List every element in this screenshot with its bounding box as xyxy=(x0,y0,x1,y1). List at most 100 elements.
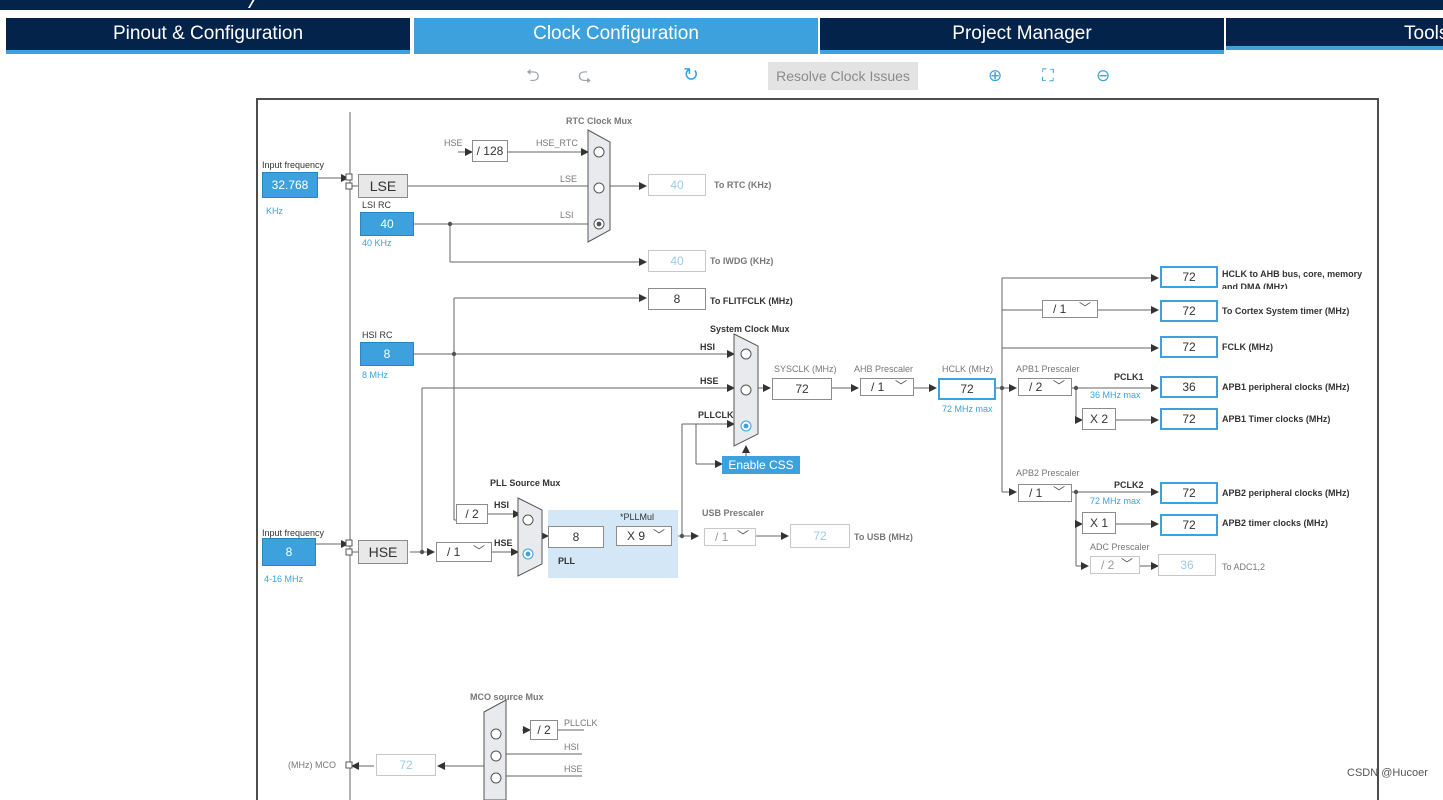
tab-project-manager[interactable]: Project Manager xyxy=(820,18,1224,54)
apb1-timer-multiplier: X 2 xyxy=(1082,408,1116,430)
watermark: CSDN @Hucoer xyxy=(1347,767,1428,779)
pllsrc-hse-label: HSE xyxy=(494,538,513,548)
mco-hse-label: HSE xyxy=(564,764,583,774)
chevron-down-icon: ﹀ xyxy=(1120,557,1133,571)
hse-divider-select[interactable]: / 1﹀ xyxy=(436,542,492,562)
redo-icon[interactable]: ⮎ xyxy=(578,66,592,85)
usb-prescaler-value: / 1 xyxy=(715,530,729,544)
pllmul-value: X 9 xyxy=(627,529,646,543)
apb2-peripheral-label: APB2 peripheral clocks (MHz) xyxy=(1222,488,1350,498)
system-clock-mux-title: System Clock Mux xyxy=(710,324,790,334)
hclk-ahb-output[interactable]: 72 xyxy=(1160,266,1218,288)
fclk-output[interactable]: 72 xyxy=(1160,336,1218,358)
lsi-note: 40 KHz xyxy=(362,238,392,248)
chevron-down-icon: ﹀ xyxy=(1078,301,1091,315)
rtc-output-label: To RTC (KHz) xyxy=(714,180,772,190)
usb-output-value: 72 xyxy=(790,524,850,548)
cortex-timer-output[interactable]: 72 xyxy=(1160,300,1218,322)
rtc-lse-in: LSE xyxy=(560,174,578,184)
apb2-timer-label: APB2 timer clocks (MHz) xyxy=(1222,518,1329,528)
cortex-timer-label: To Cortex System timer (MHz) xyxy=(1222,306,1350,316)
hse-frequency-input[interactable]: 8 xyxy=(262,538,316,566)
rtc-output-value: 40 xyxy=(648,174,706,196)
hclk-input[interactable]: 72 xyxy=(938,378,996,400)
reset-icon[interactable]: ↻ xyxy=(683,65,699,86)
undo-icon[interactable]: ⮌ xyxy=(526,66,540,85)
zoom-out-icon[interactable]: ⊖ xyxy=(1096,66,1111,85)
sysclk-value: 72 xyxy=(772,378,832,400)
adc-output-label: To ADC1,2 xyxy=(1222,562,1266,572)
hse-divider-value: / 1 xyxy=(447,545,461,559)
lsi-title: LSI RC xyxy=(362,200,392,210)
rtc-hse-rtc-label: HSE_RTC xyxy=(536,138,578,148)
hsi-title: HSI RC xyxy=(362,330,393,340)
iwdg-output-label: To IWDG (KHz) xyxy=(710,256,774,266)
rtc-lsi-in: LSI xyxy=(560,210,574,220)
rtc-mux-title: RTC Clock Mux xyxy=(566,116,633,126)
app-top-bar xyxy=(0,0,1443,10)
breadcrumb-separator xyxy=(233,0,259,8)
cortex-prescaler-select[interactable]: / 1 ﹀ xyxy=(1042,300,1098,318)
tab-pinout[interactable]: Pinout & Configuration xyxy=(6,18,410,54)
hclk-label: HCLK (MHz) xyxy=(942,364,993,374)
main-tabs: Pinout & Configuration Clock Configurati… xyxy=(0,18,1443,54)
flitfclk-value: 8 xyxy=(648,288,706,310)
mco-hsi-label: HSI xyxy=(564,742,580,752)
clock-tree-wires xyxy=(316,112,1159,800)
pllmul-select[interactable]: X 9 ﹀ xyxy=(616,526,672,546)
hse-input-label: Input frequency xyxy=(262,528,325,538)
tab-tools[interactable]: Tools xyxy=(1226,18,1443,50)
pll-hsi-divider: / 2 xyxy=(456,504,488,524)
chevron-down-icon: ﹀ xyxy=(652,528,665,542)
adc-prescaler-value: / 2 xyxy=(1101,558,1115,572)
apb1-max: 36 MHz max xyxy=(1090,390,1141,400)
adc-prescaler-select[interactable]: / 2 ﹀ xyxy=(1090,556,1140,574)
ahb-prescaler-select[interactable]: / 1 ﹀ xyxy=(860,378,914,396)
apb1-prescaler-select[interactable]: / 2﹀ xyxy=(1018,378,1072,396)
fit-icon[interactable]: ⛶ xyxy=(1042,66,1054,85)
apb2-prescaler-select[interactable]: / 1 ﹀ xyxy=(1018,484,1072,502)
ahb-prescaler-value: / 1 xyxy=(871,380,885,394)
pll-source-mux-title: PLL Source Mux xyxy=(490,478,561,488)
chevron-down-icon: ﹀ xyxy=(1052,485,1065,499)
zoom-in-icon[interactable]: ⊕ xyxy=(988,66,1003,85)
cortex-prescaler-value: / 1 xyxy=(1053,302,1067,316)
usb-prescaler-label: USB Prescaler xyxy=(702,508,765,518)
hclk-ahb-label: HCLK to AHB bus, core, memory and DMA (M… xyxy=(1222,269,1363,289)
pllmul-label: *PLLMul xyxy=(620,512,655,522)
chevron-down-icon: ﹀ xyxy=(894,379,907,393)
resolve-clock-issues-button[interactable]: Resolve Clock Issues xyxy=(768,62,918,90)
apb2-timer-multiplier: X 1 xyxy=(1082,512,1116,534)
fclk-label: FCLK (MHz) xyxy=(1222,342,1273,352)
sysmux-hse-label: HSE xyxy=(700,376,719,386)
apb2-peripheral-output[interactable]: 72 xyxy=(1160,482,1218,504)
enable-css-button[interactable]: Enable CSS xyxy=(722,456,800,474)
apb1-peripheral-output[interactable]: 36 xyxy=(1160,376,1218,398)
pll-name: PLL xyxy=(558,556,575,566)
clock-tree-canvas: Input frequency 32.768 KHz LSE LSI RC 40… xyxy=(256,98,1379,800)
adc-prescaler-label: ADC Prescaler xyxy=(1090,542,1150,552)
mco-pllclk-label: PLLCLK xyxy=(564,718,598,728)
sysmux-pllclk-label: PLLCLK xyxy=(698,410,734,420)
pllsrc-hsi-label: HSI xyxy=(494,500,510,510)
lse-unit: KHz xyxy=(266,206,284,216)
lse-frequency-input[interactable]: 32.768 xyxy=(262,172,318,198)
apb2-prescaler-value: / 1 xyxy=(1029,486,1043,500)
lsi-value: 40 xyxy=(360,212,414,236)
sysmux-hsi-label: HSI xyxy=(700,342,716,352)
pclk1-label: PCLK1 xyxy=(1114,372,1144,382)
ahb-prescaler-label: AHB Prescaler xyxy=(854,364,914,374)
flitfclk-label: To FLITFCLK (MHz) xyxy=(710,296,793,306)
apb2-prescaler-label: APB2 Prescaler xyxy=(1016,468,1080,478)
apb2-timer-output[interactable]: 72 xyxy=(1160,514,1218,536)
hsi-note: 8 MHz xyxy=(362,370,389,380)
rtc-hse-divider[interactable]: / 128 xyxy=(472,140,508,162)
hse-block: HSE xyxy=(358,540,408,564)
apb2-max: 72 MHz max xyxy=(1090,496,1141,506)
usb-prescaler-select[interactable]: / 1﹀ xyxy=(704,528,756,546)
tab-clock-configuration[interactable]: Clock Configuration xyxy=(414,18,818,54)
adc-output-value: 36 xyxy=(1158,554,1216,576)
mco-pll-divider: / 2 xyxy=(530,720,558,740)
pclk2-label: PCLK2 xyxy=(1114,480,1144,490)
apb1-timer-output[interactable]: 72 xyxy=(1160,408,1218,430)
